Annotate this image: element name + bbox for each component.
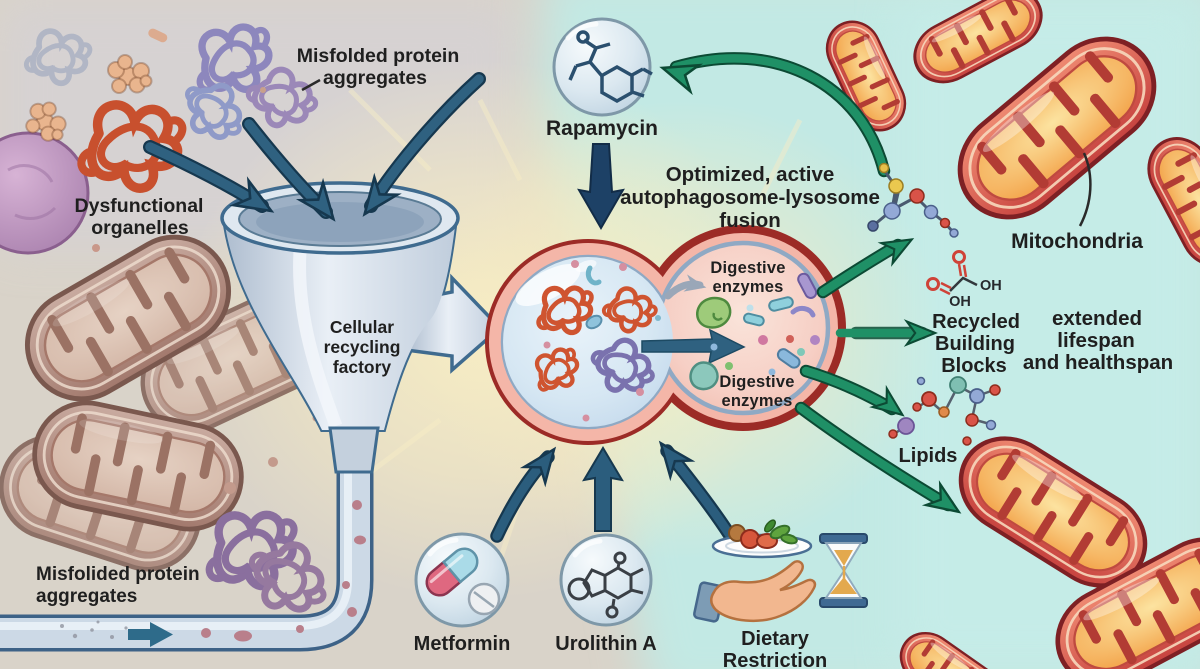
arrow-rapamycin-to-cell — [577, 143, 625, 230]
oh-label-bottom: OH — [949, 294, 971, 310]
digestion-arrow — [641, 328, 746, 365]
urolithin-molecule-icon — [567, 551, 644, 619]
digestive-enzymes-lower-line2: enzymes — [721, 392, 792, 410]
open-hand-icon — [710, 560, 817, 622]
urolithin-node: Urolithin A — [555, 533, 657, 655]
intake-arrows — [143, 72, 486, 230]
fusion-label-line2: autophagosome-lysosome — [620, 186, 880, 209]
autolysosome-cell: Digestive enzymes Digestive enzymes — [485, 225, 846, 445]
recycled-label-line1: Recycled — [932, 311, 1020, 333]
food-icon — [728, 519, 798, 549]
metformin-node: Metformin — [414, 532, 511, 655]
fusion-label-line3: fusion — [719, 209, 781, 232]
digestive-enzymes-lower-line1: Digestive — [719, 373, 794, 391]
healthy-mitochondria: Mitochondria — [818, 0, 1200, 669]
amino-acid-molecule-icon — [867, 162, 959, 238]
oh-label-right: OH — [980, 278, 1002, 294]
waste-field — [0, 23, 343, 624]
funnel-spout — [328, 426, 380, 474]
output-arrows — [656, 52, 968, 524]
pipe-dust — [60, 620, 128, 639]
urolithin-label: Urolithin A — [555, 633, 656, 655]
lifespan-label-line1: extended — [1052, 307, 1142, 330]
lifespan-label-line2: lifespan — [1057, 329, 1134, 352]
misfolded-top-label-line1: Misfolded protein — [297, 45, 460, 67]
metformin-label: Metformin — [414, 633, 511, 655]
lifespan-label-line3: and healthspan — [1023, 351, 1173, 374]
funnel-label-line3: factory — [333, 357, 392, 377]
dietary-restriction-node: Dietary Restriction — [693, 519, 868, 669]
hourglass-icon — [819, 533, 868, 608]
recycled-label-line2: Building — [935, 333, 1015, 355]
mitochondria-pointer-line — [1078, 152, 1092, 227]
waste-pipe — [0, 468, 374, 652]
dysfunctional-label-line1: Dysfunctional — [75, 195, 204, 217]
pipe-flow-arrow — [128, 622, 173, 647]
capsule-icon — [425, 547, 479, 597]
rapamycin-label: Rapamycin — [546, 117, 658, 140]
funnel-label-line2: recycling — [324, 337, 401, 357]
recycling-funnel: Cellular recycling factory — [0, 181, 503, 652]
dietary-label-line1: Dietary — [741, 628, 810, 650]
misfolded-bottom-label-line1: Misfolided protein — [36, 564, 200, 585]
dysfunctional-organelle-cell-icon — [0, 131, 90, 255]
digestive-enzymes-upper-line2: enzymes — [712, 278, 783, 296]
misfolded-bottom-label-line2: aggregates — [36, 586, 137, 607]
oxalic-acid-molecule-icon: OH OH — [926, 250, 1002, 310]
rapamycin-molecule-icon — [568, 30, 653, 104]
digestive-enzymes-upper-line1: Digestive — [710, 259, 785, 277]
mitochondria-label: Mitochondria — [1011, 230, 1143, 253]
misfolded-pointer-line — [301, 78, 321, 92]
arrow-urolithin-to-cell — [582, 446, 624, 532]
recycled-label-line3: Blocks — [941, 355, 1007, 377]
debris-capsule — [148, 28, 168, 43]
misfolded-top-label-line2: aggregates — [323, 67, 427, 89]
rapamycin-circle — [552, 17, 652, 117]
dysfunctional-label-line2: organelles — [91, 217, 189, 239]
pipe-particles — [201, 500, 366, 642]
lipid-molecules-icon — [888, 376, 1001, 446]
dietary-label-line2: Restriction — [723, 650, 827, 669]
gloss-highlight — [515, 264, 581, 306]
lipids-label: Lipids — [899, 445, 958, 467]
rapamycin-node: Rapamycin — [546, 17, 658, 230]
digestive-enzyme-particles — [689, 272, 820, 391]
intervention-arrows — [490, 433, 738, 544]
cargo-proteins — [530, 260, 661, 422]
fusion-label-line1: Optimized, active — [666, 163, 835, 186]
funnel-label-line1: Cellular — [330, 317, 394, 337]
